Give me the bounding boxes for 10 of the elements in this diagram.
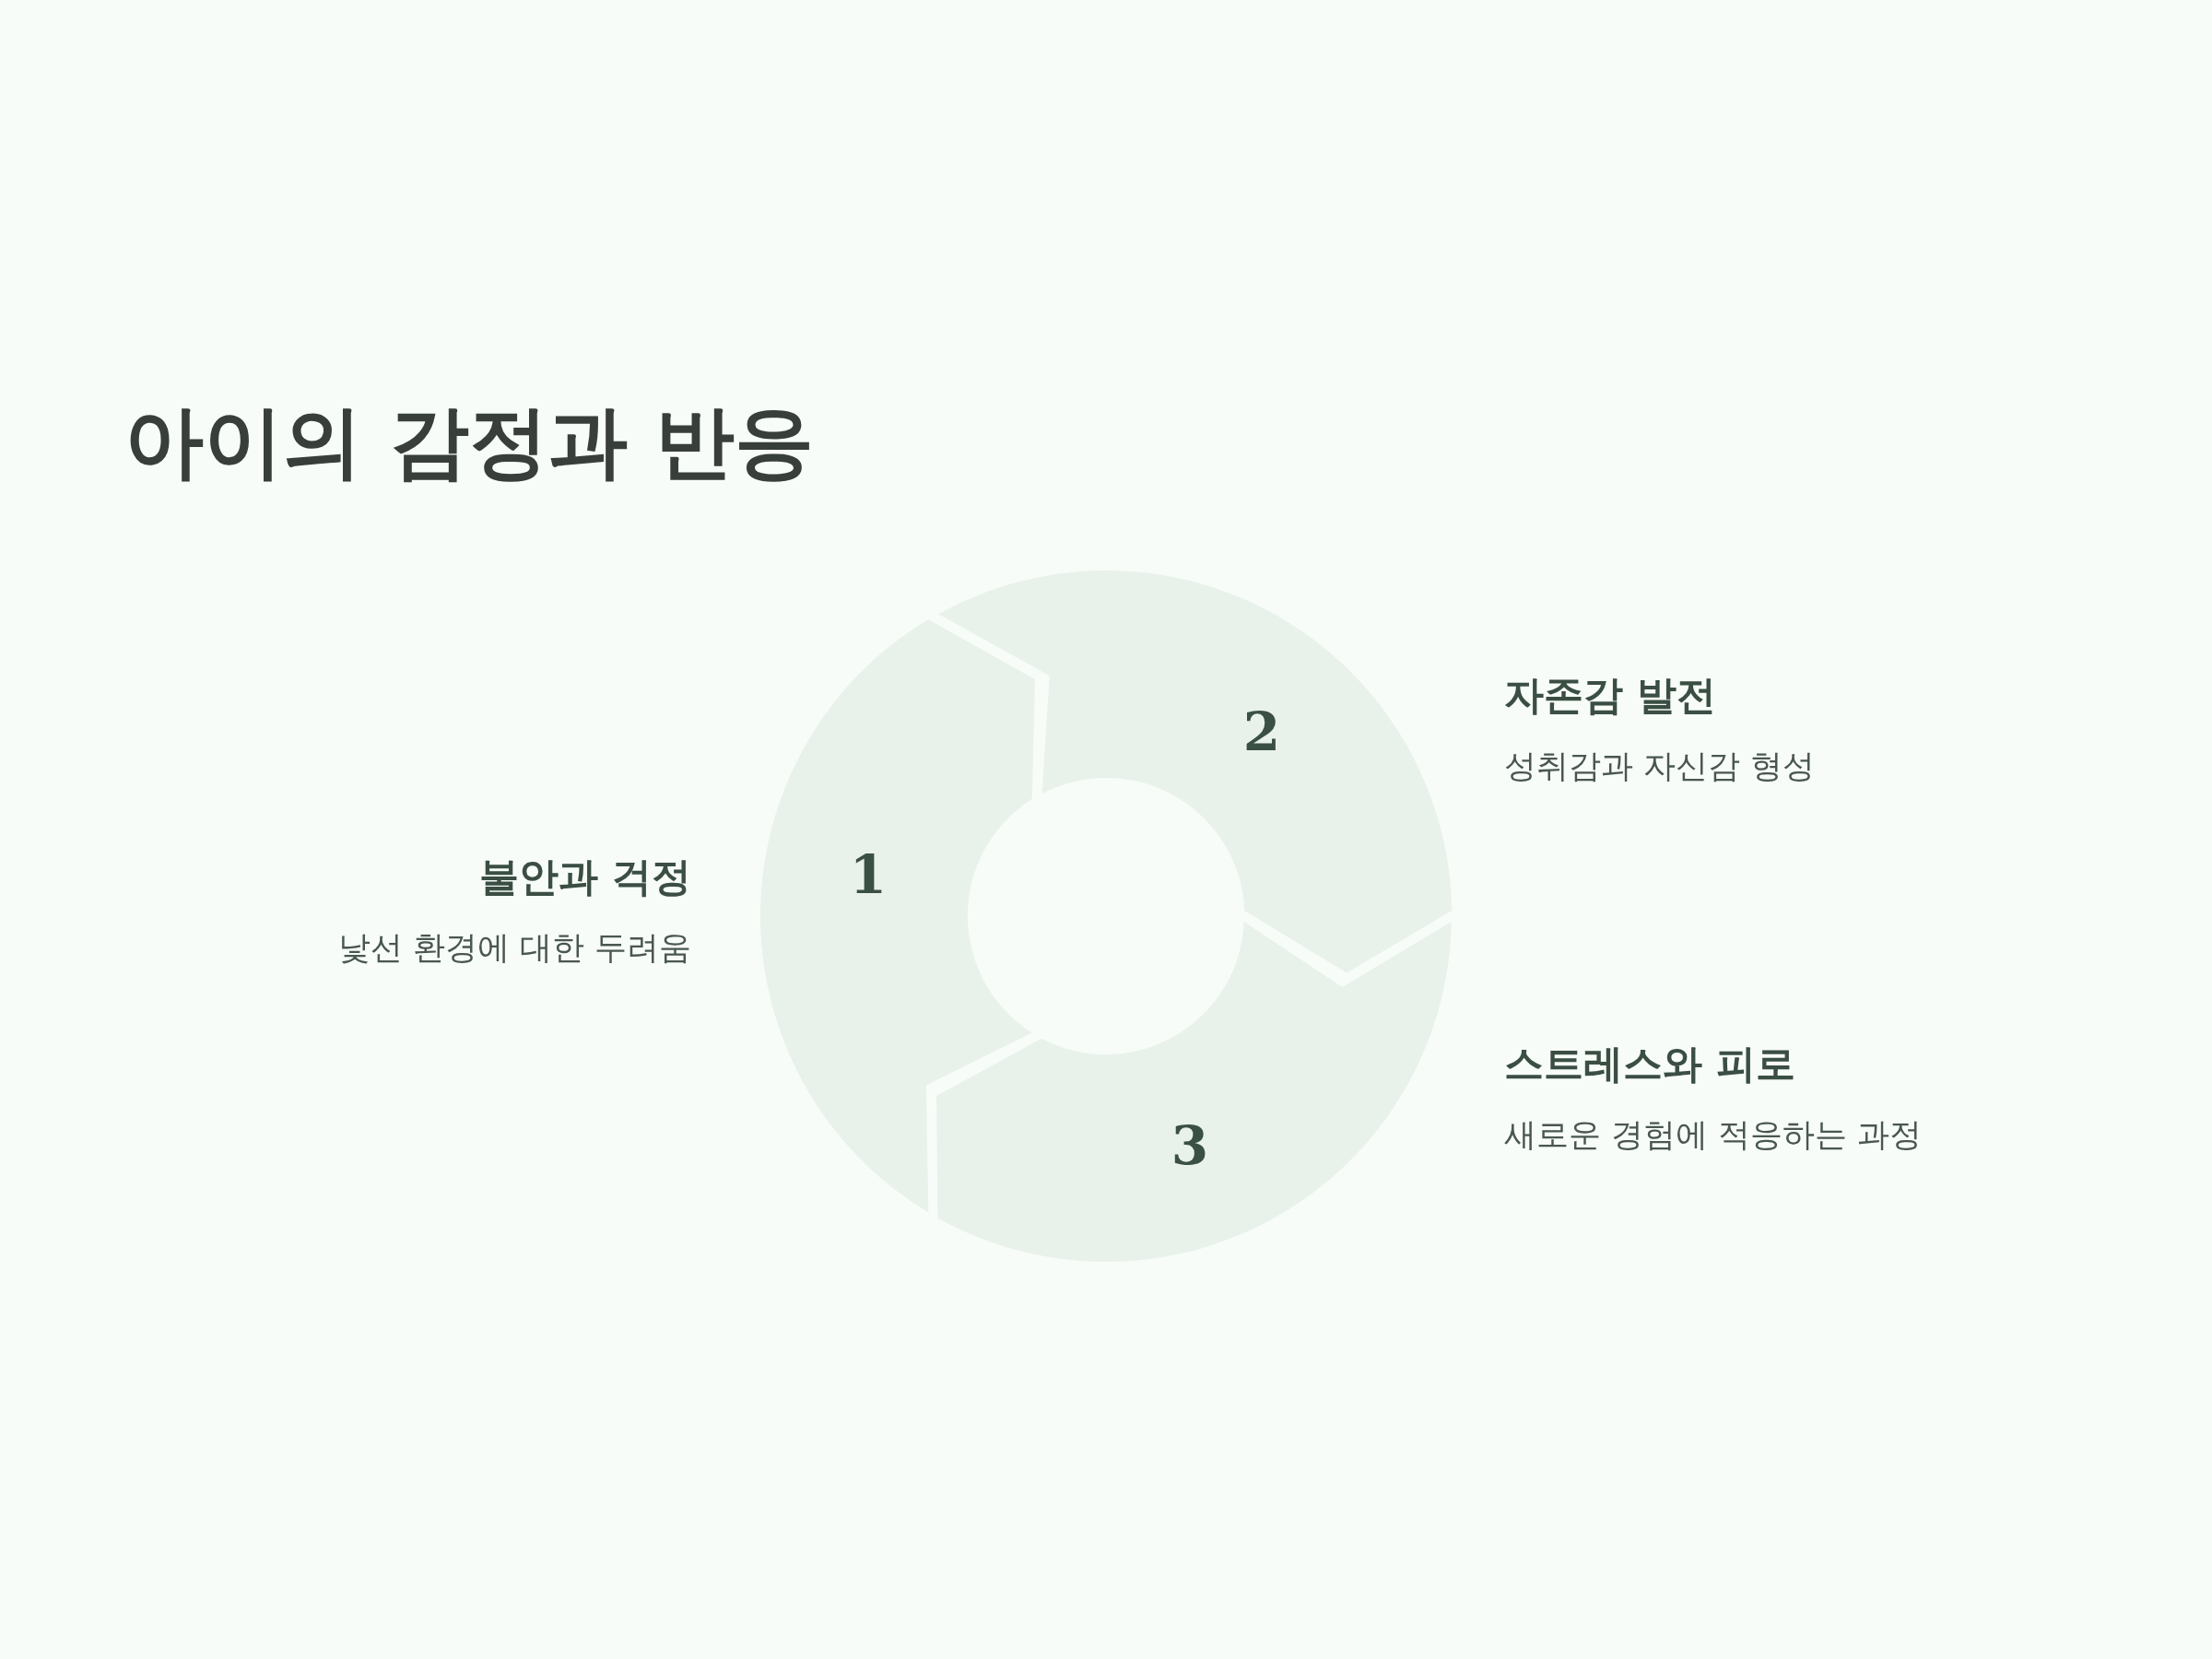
step-number: 2 [1242, 705, 1281, 759]
diagram-title: 아이의 감정과 반응 [124, 396, 814, 488]
step-description: 성취감과 자신감 형성 [1504, 747, 1816, 786]
step-number: 3 [1171, 1119, 1209, 1172]
step-number: 1 [849, 848, 888, 901]
step-description: 새로운 경험에 적응하는 과정 [1504, 1115, 1923, 1155]
step-heading: 불안과 걱정 [479, 853, 691, 901]
step-heading: 자존감 발전 [1504, 671, 1716, 720]
step-heading: 스트레스와 피로 [1504, 1040, 1795, 1088]
step-description: 낯선 환경에 대한 두려움 [337, 928, 691, 968]
